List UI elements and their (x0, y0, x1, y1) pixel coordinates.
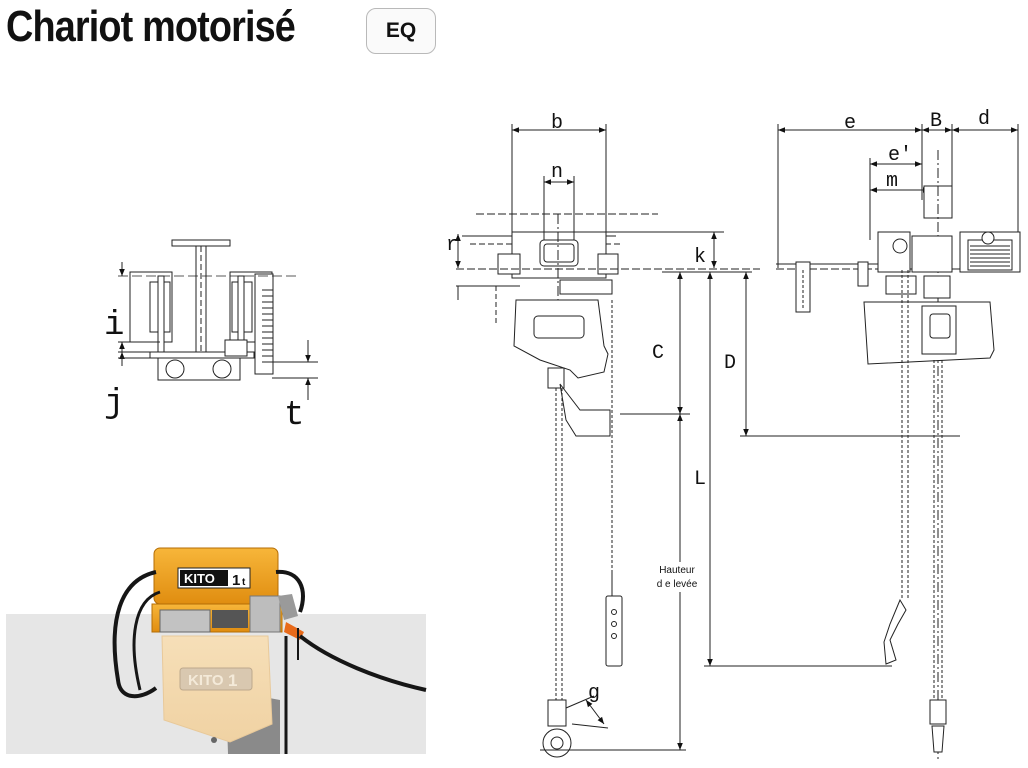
dim-label-B: B (930, 110, 942, 133)
dim-label-b: b (551, 112, 563, 135)
dim-label-r: r (446, 234, 458, 257)
dim-label-e: e (844, 112, 856, 135)
product-photo: KITO 1 KITO 1 t (6, 547, 427, 754)
side-view (776, 124, 1021, 760)
capacity-text: 1 (232, 572, 240, 589)
faded-brand-text: KITO (188, 672, 224, 689)
dim-label-j: j (104, 385, 124, 423)
trolley-side-view (118, 239, 318, 400)
dim-label-g: g (588, 682, 600, 705)
faded-capacity-text: 1 (228, 671, 237, 690)
dim-label-C: C (652, 342, 664, 365)
model-badge: EQ (366, 8, 436, 54)
page-title: Chariot motorisé (6, 2, 296, 51)
dim-label-i: i (104, 307, 124, 345)
dim-label-n: n (551, 161, 563, 184)
brand-text: KITO (184, 571, 215, 586)
dim-label-e-prime: e' (888, 144, 912, 167)
capacity-unit-text: t (242, 577, 246, 588)
dim-label-D: D (724, 352, 736, 375)
dim-label-m: m (886, 170, 898, 193)
dim-label-d: d (978, 108, 990, 131)
front-view (455, 124, 960, 758)
dim-label-k: k (694, 246, 706, 269)
lift-height-label-line2: d e levée (657, 579, 698, 590)
dim-label-L: L (694, 468, 706, 491)
lift-height-label-line1: Hauteur (659, 565, 695, 576)
dim-label-t: t (284, 397, 304, 435)
